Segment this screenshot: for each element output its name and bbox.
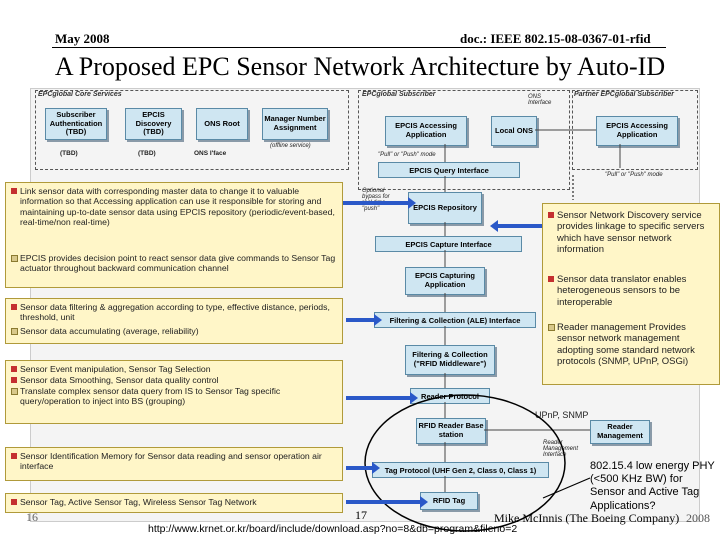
left-panel-identification: Sensor Identification Memory for Sensor …: [5, 447, 343, 481]
bullet-red: [548, 276, 554, 282]
epcis-accessing-app-box: EPCIS Accessing Application: [385, 116, 467, 146]
panel-text: Link sensor data with corresponding mast…: [20, 186, 335, 228]
offline-note: (offline service): [270, 143, 311, 149]
epcis-repository-box: EPCIS Repository: [408, 192, 482, 224]
epcis-query-interface: EPCIS Query Interface: [378, 162, 520, 178]
pull-push-label: "Pull" or "Push" mode: [378, 152, 436, 158]
bullet-red: [11, 366, 17, 372]
local-ons-box: Local ONS: [491, 116, 537, 146]
panel-text: Sensor Identification Memory for Sensor …: [20, 451, 322, 472]
bullet-red: [11, 499, 17, 505]
panel-text: Sensor Event manipulation, Sensor Tag Se…: [20, 364, 211, 374]
subscriber-auth-box: Subscriber Authentication (TBD): [45, 108, 107, 140]
bullet-tan: [548, 324, 555, 331]
bullet-red: [11, 188, 17, 194]
panel-text: EPCIS provides decision point to react s…: [20, 253, 336, 274]
epcis-capture-interface: EPCIS Capture Interface: [375, 236, 522, 252]
left-panel-epcis: Link sensor data with corresponding mast…: [5, 182, 343, 288]
tag-protocol-interface: Tag Protocol (UHF Gen 2, Class 0, Class …: [372, 462, 549, 478]
core-services-label: EPCglobal Core Services: [38, 91, 122, 98]
right-panel-network: Sensor Network Discovery service provide…: [542, 203, 720, 385]
ons-interface-label: ONS Interface: [528, 94, 552, 106]
phy-annotation: 802.15.4 low energy PHY (<500 KHz BW) fo…: [590, 460, 715, 512]
partner-label: Partner EPCglobal Subscriber: [574, 91, 674, 98]
footer-author: Mike McInnis (The Boeing Company): [494, 511, 680, 525]
bullet-red: [11, 453, 17, 459]
middleware-box: Filtering & Collection ("RFID Middleware…: [405, 345, 495, 375]
partner-accessing-app-box: EPCIS Accessing Application: [596, 116, 678, 146]
reader-management-box: Reader Management: [590, 420, 650, 444]
core-tag-3: ONS I'face: [194, 150, 227, 157]
panel-text: Sensor data filtering & aggregation acco…: [20, 302, 330, 323]
left-panel-filtering: Sensor data filtering & aggregation acco…: [5, 298, 343, 344]
subscriber-group: [358, 90, 570, 190]
panel-text: Reader management Provides sensor networ…: [557, 322, 695, 368]
panel-text: Sensor data Smoothing, Sensor data quali…: [20, 375, 219, 385]
bullet-tan: [11, 328, 18, 335]
manager-number-box: Manager Number Assignment: [262, 108, 328, 140]
bullet-red: [11, 304, 17, 310]
bullet-tan: [11, 388, 18, 395]
footer-year: 2008: [686, 511, 710, 525]
core-tag-2: (TBD): [138, 150, 156, 157]
bullet-tan: [11, 255, 18, 262]
panel-text: Sensor Tag, Active Sensor Tag, Wireless …: [20, 497, 257, 507]
panel-text: Sensor data translator enables heterogen…: [557, 274, 687, 308]
bullet-red: [548, 212, 554, 218]
header-doc-id: doc.: IEEE 802.15-08-0367-01-rfid: [460, 31, 651, 46]
page-number: 17: [355, 508, 367, 522]
upnp-snmp-label: UPnP, SNMP: [535, 410, 589, 420]
bullet-red: [11, 377, 17, 383]
core-tag-1: (TBD): [60, 150, 78, 157]
ons-root-box: ONS Root: [196, 108, 248, 140]
core-services-group: [35, 90, 349, 170]
left-panel-event: Sensor Event manipulation, Sensor Tag Se…: [5, 360, 343, 424]
panel-text: Translate complex sensor data query from…: [20, 386, 281, 407]
panel-text: Sensor data accumulating (average, relia…: [20, 326, 199, 336]
rfid-reader-box: RFID Reader Base station: [416, 418, 486, 444]
slide-title: A Proposed EPC Sensor Network Architectu…: [54, 52, 666, 81]
footer-url-link[interactable]: http://www.krnet.or.kr/board/include/dow…: [148, 523, 518, 535]
reader-mgmt-interface-label: Reader Management Interface: [543, 440, 579, 458]
subscriber-label: EPCglobal Subscriber: [362, 91, 436, 98]
pull-push-label-2: "Pull" or "Push" mode: [605, 172, 663, 178]
header-date: May 2008: [55, 31, 110, 46]
ale-interface: Filtering & Collection (ALE) Interface: [374, 312, 536, 328]
footer-left-number: 16: [26, 510, 38, 524]
panel-text: Sensor Network Discovery service provide…: [557, 210, 705, 256]
header-divider: [52, 47, 666, 48]
epcis-discovery-box: EPCIS Discovery (TBD): [125, 108, 182, 140]
left-panel-sensor-tag: Sensor Tag, Active Sensor Tag, Wireless …: [5, 493, 343, 513]
highlight-ellipse: [364, 394, 566, 532]
